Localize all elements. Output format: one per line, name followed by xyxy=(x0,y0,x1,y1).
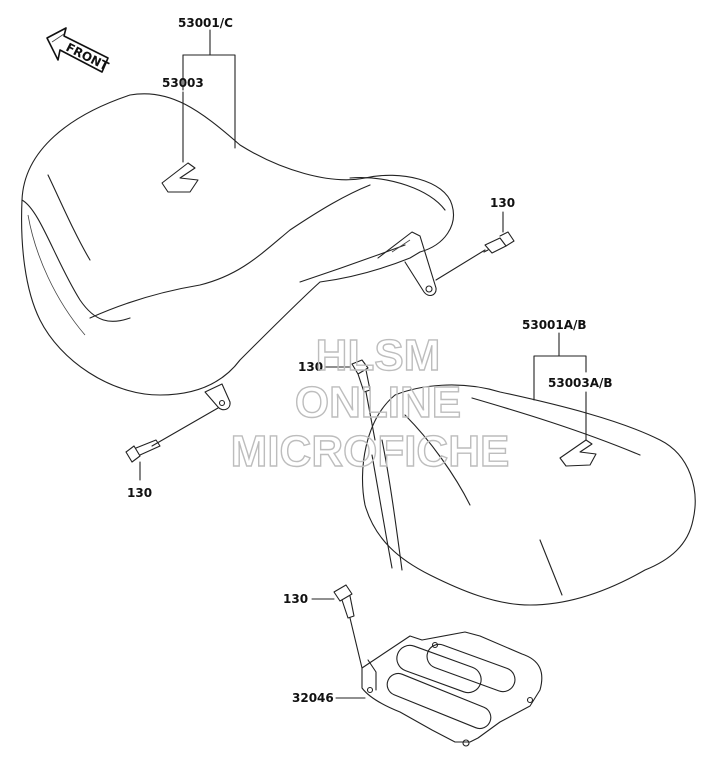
leader-lines xyxy=(139,29,587,699)
callout-53001ab: 53001A/B xyxy=(522,318,587,332)
callout-130-left: 130 xyxy=(127,486,152,500)
front-arrow-icon: FRONT xyxy=(46,27,112,74)
bolt-icon-right xyxy=(483,231,515,254)
bolt-icon-left xyxy=(125,439,161,463)
front-seat xyxy=(21,93,454,411)
bolt-icon-mid xyxy=(351,359,371,393)
callout-53003ab: 53003A/B xyxy=(548,376,613,390)
rear-seat xyxy=(361,384,696,606)
front-arrow-label: FRONT xyxy=(64,40,112,74)
watermark-line1: HLSM xyxy=(316,331,441,380)
watermark-line3: MICROFICHE xyxy=(231,427,510,476)
watermark-line2: ONLINE xyxy=(295,378,461,427)
callout-130-mid: 130 xyxy=(298,360,323,374)
callout-130-right: 130 xyxy=(490,196,515,210)
callout-53003: 53003 xyxy=(162,76,204,90)
bolt-icon-low xyxy=(333,584,355,619)
callout-130-low: 130 xyxy=(283,592,308,606)
callout-53001c: 53001/C xyxy=(178,16,233,30)
callout-32046: 32046 xyxy=(292,691,334,705)
seat-bracket xyxy=(361,631,543,747)
